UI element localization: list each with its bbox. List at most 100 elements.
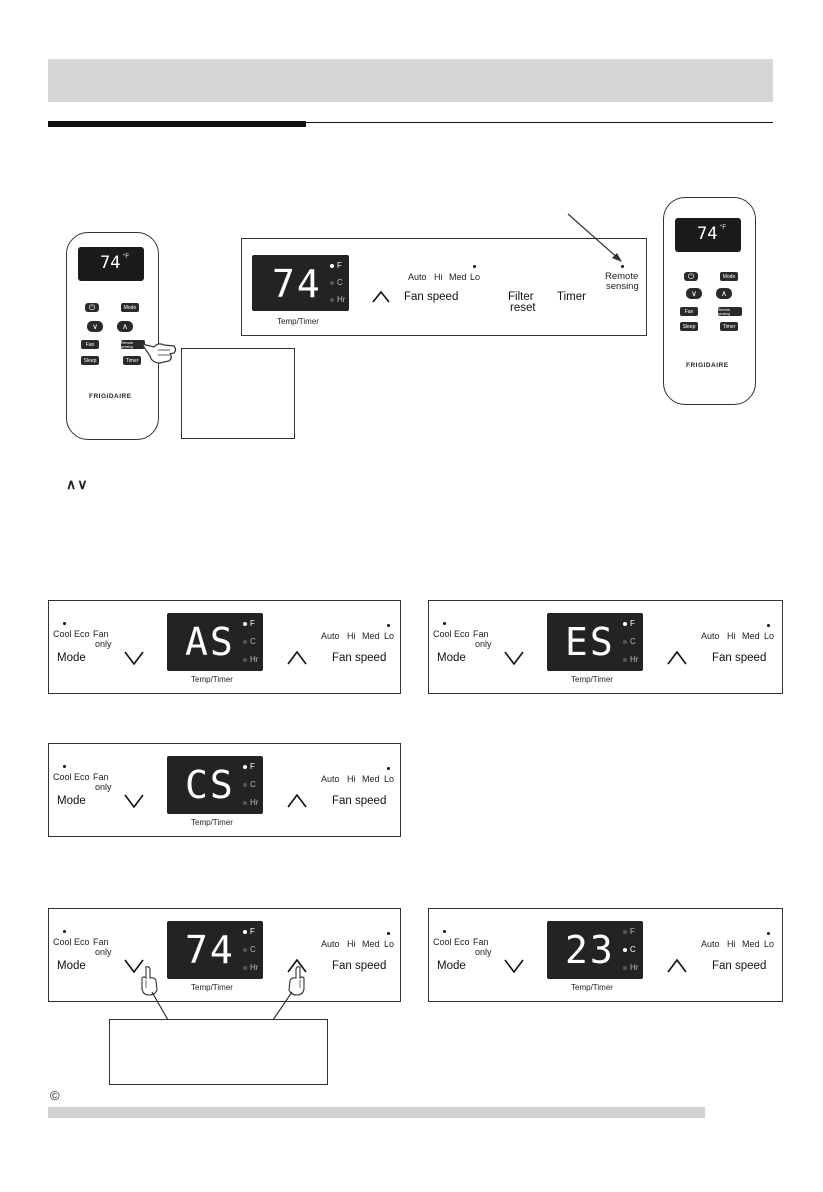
panel-top-temp-label: Temp/Timer	[277, 317, 319, 326]
remote-right-up-button[interactable]: ∧	[716, 288, 732, 299]
remote-sensing-indicator	[621, 265, 624, 268]
fan-level-lo: Lo	[384, 939, 395, 949]
fan-level-med: Med	[362, 939, 380, 949]
panel-top-lcd: 74 F C Hr	[252, 255, 349, 311]
remote-left-fan-button[interactable]: Fan	[81, 340, 99, 349]
mode-label: Mode	[57, 652, 86, 664]
fan-speed-label: Fan speed	[712, 652, 767, 664]
remote-left-remote-sensing-button[interactable]: Remote sensing	[121, 340, 145, 349]
remote-right: 74 °F ⏻ Mode ∨ ∧ Fan Remote sensing Slee…	[663, 197, 756, 405]
control-panel-es: Cool Eco Fan only Mode ES F C Hr Temp/Ti…	[428, 600, 783, 694]
mode-indicator	[63, 622, 66, 625]
indicator-f: F	[243, 762, 255, 771]
fan-speed-label: Fan speed	[332, 652, 387, 664]
fan-level-auto: Auto	[701, 631, 720, 641]
mode-label: Mode	[57, 960, 86, 972]
mode-fan: Fan	[473, 937, 489, 947]
fan-speed-label: Fan speed	[332, 795, 387, 807]
remote-left-down-button[interactable]: ∨	[87, 321, 103, 332]
control-panel-74: Cool Eco Fan only Mode 74 F C Hr Temp/Ti…	[48, 908, 401, 1002]
remote-right-sleep-button[interactable]: Sleep	[680, 322, 698, 331]
indicator-c: C	[243, 637, 256, 646]
remote-right-display: 74	[697, 224, 718, 244]
fan-level-lo: Lo	[384, 631, 395, 641]
fan-level-hi: Hi	[347, 631, 356, 641]
remote-left-brand: FRIGIDAIRE	[89, 393, 132, 400]
hand-pointer-icon	[140, 343, 177, 364]
chevron-up-icon[interactable]	[287, 959, 307, 973]
fan-level-hi: Hi	[347, 774, 356, 784]
panel-digits: CS	[185, 763, 235, 807]
chevron-up-icon[interactable]	[287, 651, 307, 665]
control-panel-top: 74 F C Hr Temp/Timer Auto Hi Med Lo Fan …	[241, 238, 647, 336]
section-rule-thin	[306, 122, 773, 123]
remote-left-mode-button[interactable]: Mode	[121, 303, 139, 312]
remote-right-remote-sensing-button[interactable]: Remote sensing	[718, 307, 742, 316]
chevron-down-icon[interactable]	[504, 651, 524, 665]
indicator-f: F	[623, 927, 635, 936]
fan-level-indicator	[387, 624, 390, 627]
remote-left-sleep-button[interactable]: Sleep	[81, 356, 99, 365]
fan-speed-label: Fan speed	[712, 960, 767, 972]
remote-right-mode-button[interactable]: Mode	[720, 272, 738, 281]
filter-label: Filter	[508, 291, 534, 303]
remote-left-up-button[interactable]: ∧	[117, 321, 133, 332]
remote-right-power-button[interactable]: ⏻	[684, 272, 698, 281]
mode-indicator	[443, 930, 446, 933]
fan-level-med: Med	[362, 631, 380, 641]
chevron-up-icon[interactable]	[287, 794, 307, 808]
indicator-c: C	[623, 637, 636, 646]
remote-right-fan-button[interactable]: Fan	[680, 307, 698, 316]
mode-label: Mode	[437, 652, 466, 664]
indicator-hr: Hr	[243, 963, 258, 972]
up-down-arrows-glyph: ∧∨	[66, 476, 89, 492]
fan-level-auto: Auto	[701, 939, 720, 949]
fan-level-lo: Lo	[470, 272, 481, 282]
remote-left-display: 74	[100, 253, 121, 273]
fan-level-lo: Lo	[764, 631, 775, 641]
remote-right-down-button[interactable]: ∨	[686, 288, 702, 299]
remote-left-power-button[interactable]: ⏻	[85, 303, 99, 312]
chevron-up-icon[interactable]	[667, 959, 687, 973]
fan-level-auto: Auto	[321, 631, 340, 641]
mode-label: Mode	[57, 795, 86, 807]
footer-bar	[48, 1107, 705, 1118]
mode-indicator	[63, 765, 66, 768]
indicator-hr: Hr	[330, 295, 345, 304]
fan-level-hi: Hi	[727, 631, 736, 641]
remote-left-timer-button[interactable]: Timer	[123, 356, 141, 365]
mode-fan-only: only	[475, 639, 492, 649]
panel-top-digits: 74	[272, 262, 322, 306]
panel-lcd: 74 F C Hr	[167, 921, 263, 979]
panel-temp-label: Temp/Timer	[191, 675, 233, 684]
fan-level-indicator	[767, 932, 770, 935]
mode-eco: Eco	[454, 629, 470, 639]
indicator-f: F	[243, 619, 255, 628]
mode-label: Mode	[437, 960, 466, 972]
control-panel-cs: Cool Eco Fan only Mode CS F C Hr Temp/Ti…	[48, 743, 401, 837]
chevron-down-icon[interactable]	[124, 794, 144, 808]
fan-level-indicator	[387, 932, 390, 935]
fan-level-med: Med	[742, 939, 760, 949]
callout-box-remote	[181, 348, 295, 439]
fan-level-indicator	[767, 624, 770, 627]
fan-level-indicator	[387, 767, 390, 770]
control-panel-as: Cool Eco Fan only Mode AS F C Hr Temp/Ti…	[48, 600, 401, 694]
chevron-up-icon[interactable]	[667, 651, 687, 665]
indicator-hr: Hr	[243, 655, 258, 664]
chevron-up-icon[interactable]	[372, 291, 390, 303]
hand-pointer-down-icon	[141, 966, 158, 996]
arrow-line	[567, 213, 622, 262]
remote-label: Remote	[605, 271, 639, 282]
panel-lcd: CS F C Hr	[167, 756, 263, 814]
mode-eco: Eco	[74, 772, 90, 782]
chevron-down-icon[interactable]	[124, 959, 144, 973]
panel-temp-label: Temp/Timer	[191, 983, 233, 992]
callout-box-buttons	[109, 1019, 328, 1085]
mode-cool: Cool	[53, 772, 72, 782]
chevron-down-icon[interactable]	[504, 959, 524, 973]
callout-lines	[151, 991, 293, 1021]
fan-level-auto: Auto	[321, 939, 340, 949]
chevron-down-icon[interactable]	[124, 651, 144, 665]
remote-right-timer-button[interactable]: Timer	[720, 322, 738, 331]
